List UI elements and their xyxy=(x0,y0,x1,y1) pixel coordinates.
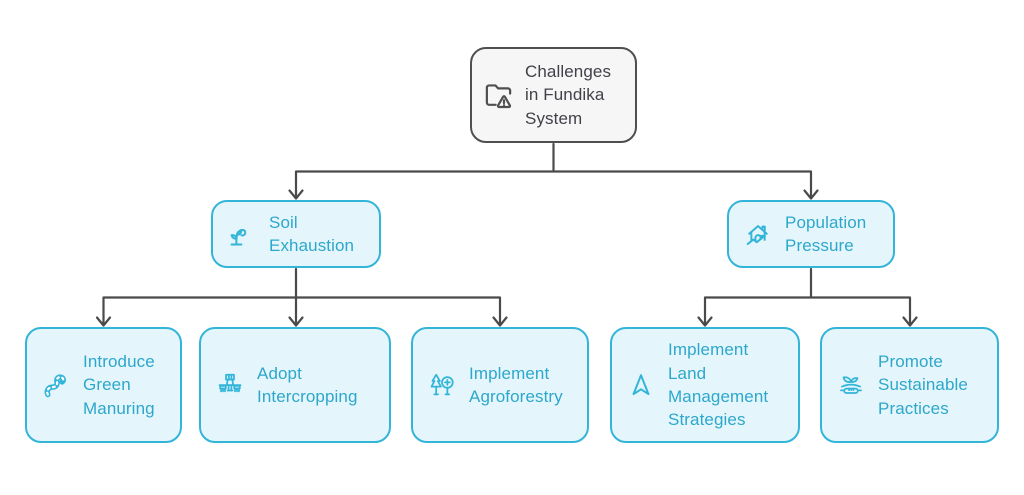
node-introduce-green-manuring: Introduce Green Manuring xyxy=(25,327,182,443)
seed-drill-icon xyxy=(216,371,244,399)
node-label: Implement Land Management Strategies xyxy=(668,340,769,430)
handshake-sprout-icon xyxy=(837,371,865,399)
node-label: Implement Agroforestry xyxy=(469,363,563,406)
node-adopt-intercropping: Adopt Intercropping xyxy=(199,327,391,443)
trees-icon xyxy=(428,371,456,399)
node-soil-exhaustion: Soil Exhaustion xyxy=(211,200,381,268)
house-trend-up-icon xyxy=(744,220,772,248)
node-label: Adopt Intercropping xyxy=(257,363,358,406)
wilted-flower-icon xyxy=(228,220,256,248)
worm-icon xyxy=(42,371,70,399)
folder-alert-icon xyxy=(483,80,514,111)
node-population-pressure: Population Pressure xyxy=(727,200,895,268)
navigation-arrow-icon xyxy=(627,371,655,399)
node-implement-land-management: Implement Land Management Strategies xyxy=(610,327,800,443)
node-challenges-root: Challenges in Fundika System xyxy=(470,47,637,143)
node-implement-agroforestry: Implement Agroforestry xyxy=(411,327,589,443)
node-label: Soil Exhaustion xyxy=(269,212,355,255)
node-label: Introduce Green Manuring xyxy=(83,351,155,418)
node-promote-sustainable-practices: Promote Sustainable Practices xyxy=(820,327,999,443)
node-label: Challenges in Fundika System xyxy=(525,61,612,128)
node-label: Population Pressure xyxy=(785,212,867,255)
node-label: Promote Sustainable Practices xyxy=(878,351,968,418)
